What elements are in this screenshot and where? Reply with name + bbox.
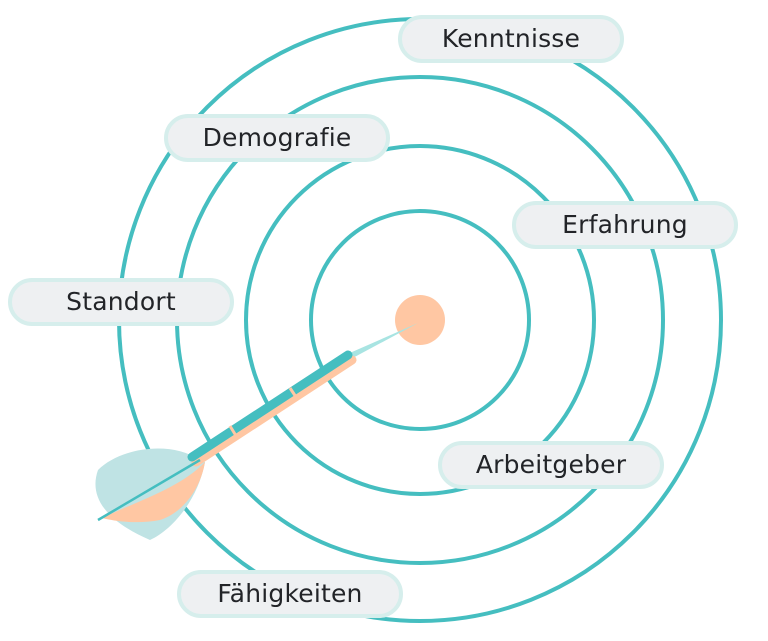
bullseye: [395, 295, 445, 345]
dart-icon: [95, 323, 418, 540]
label-demografie: Demografie: [164, 114, 390, 162]
dart-shaft: [187, 350, 353, 462]
dart-tail-line: [97, 458, 201, 522]
dart-ring-1: [288, 387, 300, 401]
label-faehigkeiten: Fähigkeiten: [177, 570, 403, 618]
dart-ring-2: [228, 425, 240, 440]
label-erfahrung: Erfahrung: [512, 201, 738, 249]
label-standort: Standort: [8, 278, 234, 326]
dart-needle: [349, 323, 418, 360]
target-ring-second: [244, 144, 596, 496]
dart-shaft-shadow: [191, 355, 357, 467]
dart-flight-accent: [102, 462, 205, 523]
label-arbeitgeber: Arbeitgeber: [438, 441, 664, 489]
target-ring-inner: [309, 209, 531, 431]
label-kenntnisse: Kenntnisse: [398, 15, 624, 63]
